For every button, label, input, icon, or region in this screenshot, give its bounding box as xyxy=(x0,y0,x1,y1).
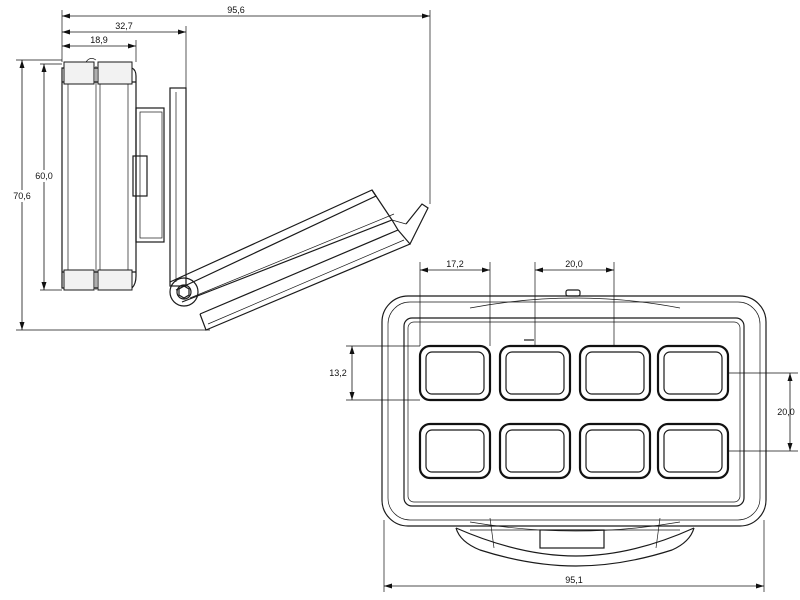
key-1[interactable] xyxy=(418,344,492,402)
key-3[interactable] xyxy=(578,344,652,402)
dim-key-pitch-horizontal: 20,0 xyxy=(565,259,583,269)
key-7[interactable] xyxy=(578,422,652,480)
key-6[interactable] xyxy=(498,422,572,480)
front-view xyxy=(381,289,767,567)
dim-side-body-depth: 18,9 xyxy=(90,35,108,45)
dim-side-depth: 32,7 xyxy=(115,21,133,31)
key-2[interactable] xyxy=(498,344,572,402)
key-8[interactable] xyxy=(656,422,730,480)
side-view-dimensions: 95,6 32,7 18,9 70,6 60,0 xyxy=(10,5,431,331)
dim-key-height: 13,2 xyxy=(329,368,347,378)
key-4[interactable] xyxy=(656,344,730,402)
dim-key-width: 17,2 xyxy=(446,259,464,269)
dim-side-body-height: 60,0 xyxy=(35,171,53,181)
dim-side-total-height: 70,6 xyxy=(13,191,31,201)
dim-side-total-width: 95,6 xyxy=(227,5,245,15)
dim-key-pitch-vertical: 20,0 xyxy=(777,407,795,417)
key-5[interactable] xyxy=(418,422,492,480)
front-view-dimensions: 17,2 20,0 13,2 20,0 95,1 xyxy=(329,259,798,592)
side-view xyxy=(61,58,429,331)
dim-front-total-width: 95,1 xyxy=(565,575,583,585)
